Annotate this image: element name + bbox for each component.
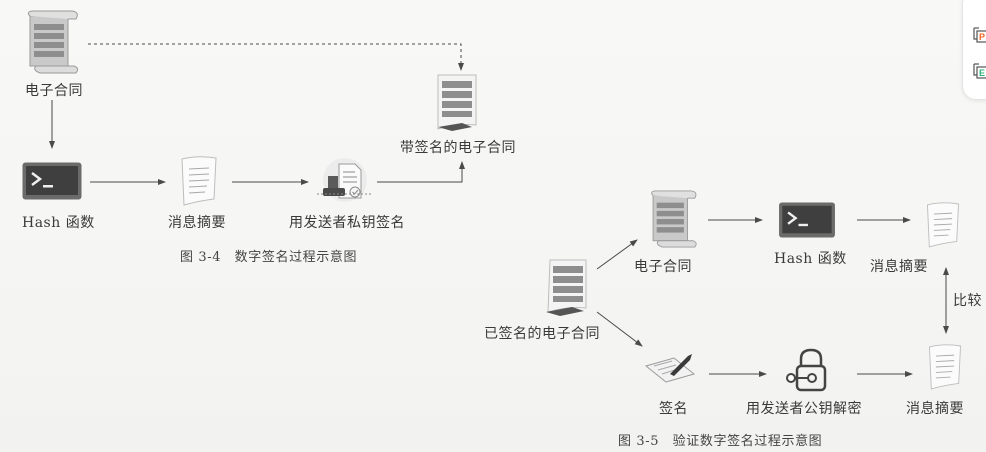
hash-function-label: Hash 函数 bbox=[774, 251, 847, 267]
signed-contract-label: 带签名的电子合同 bbox=[400, 140, 516, 156]
message-digest-label: 消息摘要 bbox=[168, 215, 226, 231]
badge-p: P bbox=[979, 32, 985, 42]
copy-icon: P bbox=[973, 27, 986, 43]
floating-toolbar: P E bbox=[962, 0, 986, 100]
copy-icon: E bbox=[973, 63, 986, 79]
decrypt-with-public-key-label: 用发送者公钥解密 bbox=[746, 401, 862, 417]
message-digest-icon bbox=[929, 344, 961, 390]
compare-label: 比较 bbox=[953, 293, 982, 309]
arrow-signed-to-signature bbox=[596, 311, 643, 347]
scroll-document-icon bbox=[27, 10, 79, 74]
copy-to-ppt-button[interactable]: P bbox=[971, 25, 986, 43]
signed-document-icon bbox=[437, 74, 477, 131]
message-digest-bottom-label: 消息摘要 bbox=[906, 401, 964, 417]
terminal-icon bbox=[779, 202, 835, 238]
padlock-key-icon bbox=[786, 348, 827, 392]
message-digest-top-label: 消息摘要 bbox=[870, 259, 928, 275]
message-digest-icon bbox=[927, 202, 959, 248]
badge-e: E bbox=[979, 68, 985, 78]
arrow-sign-to-signed bbox=[377, 161, 465, 183]
sign-with-private-key-label: 用发送者私钥签名 bbox=[289, 215, 405, 231]
stamp-sign-icon bbox=[317, 158, 373, 202]
figure-3-4-caption: 图 3-4 数字签名过程示意图 bbox=[180, 250, 358, 265]
hash-function-label: Hash 函数 bbox=[22, 215, 95, 231]
contract-label: 电子合同 bbox=[634, 259, 692, 275]
signed-contract-label: 已签名的电子合同 bbox=[484, 326, 600, 342]
scroll-document-icon bbox=[651, 190, 697, 248]
signature-label: 签名 bbox=[659, 401, 688, 417]
arrow-contract-to-signed-dashed bbox=[88, 43, 464, 71]
terminal-icon bbox=[22, 162, 82, 200]
arrow-signed-to-contract bbox=[596, 239, 638, 270]
signature-pen-icon bbox=[644, 354, 696, 383]
message-digest-icon bbox=[181, 156, 217, 206]
copy-to-excel-button[interactable]: E bbox=[971, 61, 986, 79]
contract-label: 电子合同 bbox=[25, 83, 83, 99]
figure-3-5-caption: 图 3-5 验证数字签名过程示意图 bbox=[618, 434, 823, 449]
signed-document-icon bbox=[546, 259, 587, 316]
